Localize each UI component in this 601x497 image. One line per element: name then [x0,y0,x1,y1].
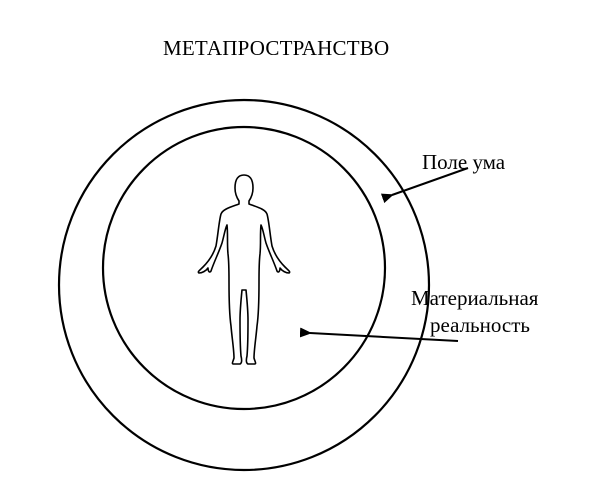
inner-circle-material-reality [101,125,387,411]
human-figure-icon [197,174,291,365]
material-reality-label-line2: реальность [430,313,530,337]
outer-circle-mind-field [57,98,431,472]
material-reality-arrow-icon [299,327,459,342]
material-reality-label-line1: Материальная [411,286,539,310]
mind-field-label: Поле ума [422,150,506,174]
diagram-title: МЕТАПРОСТРАНСТВО [163,36,390,60]
mind-field-arrow-icon [380,167,469,204]
